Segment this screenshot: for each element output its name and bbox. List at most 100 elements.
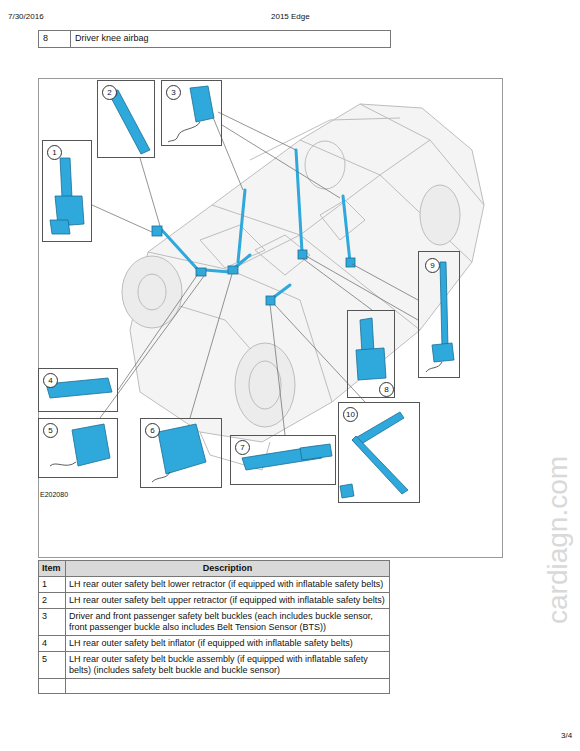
header-cell: Item	[39, 561, 66, 577]
wires-part	[168, 122, 200, 142]
part-sketches-part	[340, 484, 354, 498]
vehicle-outline-part	[360, 104, 484, 205]
wires	[50, 122, 442, 482]
leader-lines-part	[140, 158, 160, 226]
belt-system-part	[238, 190, 245, 262]
description-cell: LH rear outer safety belt inflator (if e…	[66, 636, 390, 652]
vehicle-outline-part	[235, 343, 295, 427]
belt-anchors-part	[228, 266, 238, 274]
part-sketches-part	[60, 158, 72, 198]
top-table-part	[70, 31, 71, 48]
inset-box: 5	[38, 418, 118, 478]
vehicle-outline-part	[300, 140, 472, 262]
belt-system-part	[296, 150, 302, 252]
callout-number: 2	[102, 85, 117, 100]
table-text: 5	[42, 654, 47, 664]
part-sketches-part	[72, 424, 110, 466]
table-cell: 8	[43, 33, 48, 43]
belt-anchors	[152, 226, 355, 305]
table-row: 1 LH rear outer safety belt lower retract…	[39, 577, 390, 593]
table-text: Item	[42, 563, 61, 573]
table-row: 4 LH rear outer safety belt inflator (if …	[39, 636, 390, 652]
leader-lines-part	[190, 274, 232, 418]
description-cell: LH rear outer safety belt upper retracto…	[66, 593, 390, 609]
header-cell: Description	[66, 561, 390, 577]
table-text: Driver and front passenger safety belt b…	[69, 611, 373, 632]
inset-box: 4	[38, 368, 118, 412]
empty-cell	[39, 679, 66, 694]
item-cell: 3	[39, 609, 66, 636]
table-cell: Driver knee airbag	[75, 33, 149, 43]
figure-frame	[39, 79, 503, 558]
table-text: 1	[42, 579, 47, 589]
top-table-part	[39, 31, 391, 48]
leader-lines-part	[222, 125, 340, 198]
table-row: 2 LH rear outer safety belt upper retract…	[39, 593, 390, 609]
vehicle-outline-part	[305, 141, 345, 189]
callout-number: 4	[43, 373, 58, 388]
part-sketches-part	[300, 444, 332, 460]
figure-id: E202080	[40, 491, 68, 498]
vehicle-outline-part	[249, 361, 281, 409]
item-cell: 5	[39, 652, 66, 679]
empty-cell	[66, 679, 390, 694]
belt-anchors-part	[298, 250, 307, 259]
vehicle-outline-part	[230, 140, 430, 270]
vehicle-outline	[122, 104, 484, 470]
leader-lines-part	[302, 258, 372, 310]
belt-system-part	[160, 228, 200, 272]
leader-lines-part	[100, 276, 204, 418]
table-text: LH rear outer safety belt lower retracto…	[69, 579, 383, 589]
top-table	[39, 31, 391, 48]
vehicle-outline-part	[122, 256, 182, 328]
inset-box: 8	[347, 310, 395, 398]
callout-number: 5	[43, 423, 58, 438]
belt-anchors-part	[266, 296, 275, 305]
vehicle-outline-part	[200, 225, 265, 268]
part-sketches-part	[50, 220, 70, 234]
page-number: 3/4	[561, 731, 572, 740]
callout-number: 6	[145, 423, 160, 438]
inset-box: 2	[97, 80, 155, 158]
vehicle-outline-part	[250, 118, 400, 160]
parts-table: Item Description 1 LH rear outer safety bel…	[38, 560, 390, 694]
table-text: LH rear outer safety belt inflator (if e…	[69, 638, 353, 648]
callout-number: 3	[166, 85, 181, 100]
callout-number: 8	[379, 382, 394, 397]
belt-system-part	[343, 196, 350, 262]
wires-part	[426, 362, 442, 372]
table-text: 4	[42, 638, 47, 648]
description-cell: Driver and front passenger safety belt b…	[66, 609, 390, 636]
inset-box: 3	[161, 80, 222, 146]
belt-system	[160, 150, 350, 300]
part-sketches-part	[440, 262, 448, 348]
inset-box: 7	[230, 435, 336, 485]
vehicle-outline-part	[320, 200, 365, 240]
belt-system-part	[205, 270, 230, 272]
inset-box: 10	[338, 402, 420, 503]
description-cell: LH rear outer safety belt buckle assembl…	[66, 652, 390, 679]
table-text: LH rear outer safety belt upper retracto…	[69, 595, 385, 605]
leader-lines-part	[218, 112, 296, 150]
part-sketches-part	[356, 348, 386, 380]
callout-number: 1	[47, 145, 62, 160]
belt-anchors-part	[152, 226, 162, 236]
part-sketches-part	[158, 424, 206, 474]
page-title: 2015 Edge	[271, 12, 310, 21]
inset-box: 1	[42, 140, 92, 242]
item-cell: 2	[39, 593, 66, 609]
leader-lines-part	[270, 304, 285, 435]
callout-number: 7	[235, 440, 250, 455]
callout-number: 10	[343, 407, 358, 422]
inset-box: 6	[140, 418, 222, 488]
callout-number: 9	[425, 258, 440, 273]
item-cell: 1	[39, 577, 66, 593]
inset-box: 9	[418, 251, 460, 378]
part-sketches	[46, 86, 454, 498]
table-row	[39, 679, 390, 694]
description-cell: LH rear outer safety belt lower retracto…	[66, 577, 390, 593]
part-sketches-part	[108, 90, 150, 154]
table-text: 2	[42, 595, 47, 605]
vehicle-outline-part	[420, 185, 460, 245]
watermark: cardiagn.com	[542, 456, 574, 624]
